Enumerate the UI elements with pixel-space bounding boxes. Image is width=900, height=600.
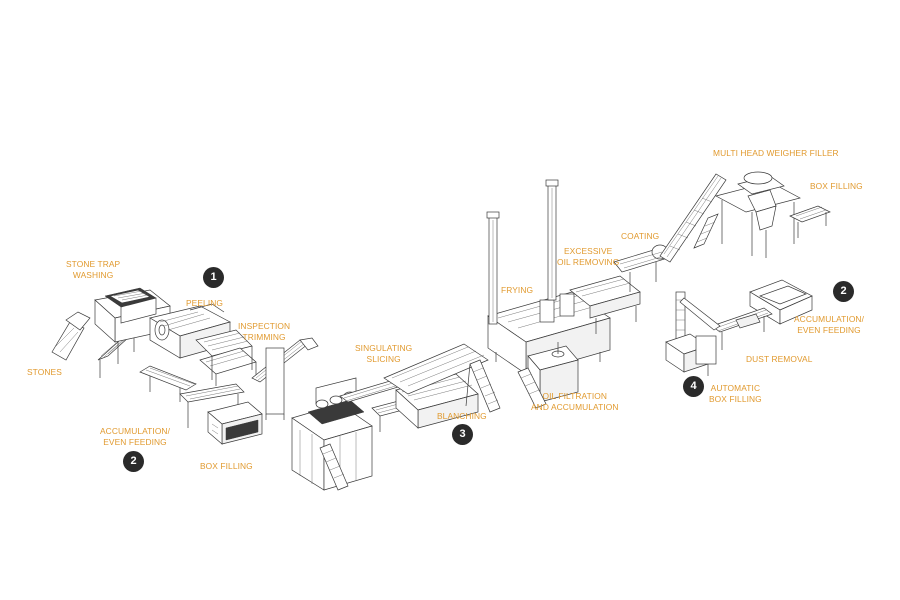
label-oil-filtration-accumulation: OIL FILTRATION AND ACCUMULATION	[531, 391, 619, 412]
stones-chute	[51, 311, 91, 361]
step-badge-3: 3	[452, 424, 473, 445]
label-blanching: BLANCHING	[437, 411, 487, 421]
label-peeling: PEELING	[186, 298, 224, 308]
transfer-elevator	[251, 337, 319, 420]
fryer-exhaust-stack-right	[545, 179, 559, 301]
blanching-stairs	[465, 359, 501, 413]
automatic-box-filling-unit	[665, 291, 721, 376]
step-badge-2-right: 2	[833, 281, 854, 302]
label-excessive-oil-removing: EXCESSIVE OIL REMOVING	[557, 246, 620, 267]
oil-removing-shaker	[569, 275, 641, 334]
box-filling-station-left	[207, 401, 263, 445]
accumulation-hopper-right	[749, 279, 813, 325]
packing-elevator	[659, 173, 727, 263]
label-inspection-trimming: INSPECTION TRIMMING	[238, 321, 291, 342]
label-automatic-box-filling: AUTOMATIC BOX FILLING	[709, 383, 762, 404]
inspection-trimming-table	[195, 329, 257, 386]
label-singulating-slicing: SINGULATING SLICING	[355, 343, 413, 364]
box-filling-conveyor-right	[789, 205, 831, 238]
fryer-exhaust-stack-left	[486, 211, 500, 325]
label-dust-removal: DUST REMOVAL	[746, 354, 813, 364]
stone-trap-washer	[94, 287, 171, 378]
label-frying: FRYING	[501, 285, 534, 295]
label-accumulation-even-feeding-right: ACCUMULATION/ EVEN FEEDING	[794, 314, 865, 335]
blanching-unit	[383, 343, 489, 429]
step-badge-2-left: 2	[123, 451, 144, 472]
step-badge-4: 4	[683, 376, 704, 397]
multi-head-weigher	[715, 171, 801, 258]
slicing-stairs	[319, 443, 349, 491]
oil-filtration-unit	[517, 342, 579, 409]
label-accumulation-even-feeding-left: ACCUMULATION/ EVEN FEEDING	[100, 426, 171, 447]
label-stone-trap-washing: STONE TRAP WASHING	[66, 259, 121, 280]
label-multi-head-weigher-filler: MULTI HEAD WEIGHER FILLER	[713, 148, 839, 158]
label-box-filling-right: BOX FILLING	[810, 181, 863, 191]
dust-removal-conveyor	[711, 307, 773, 350]
label-stones: STONES	[27, 367, 62, 377]
step-badge-1: 1	[203, 267, 224, 288]
label-coating: COATING	[621, 231, 660, 241]
weigher-platform-stairs	[693, 213, 719, 249]
label-box-filling-left: BOX FILLING	[200, 461, 253, 471]
